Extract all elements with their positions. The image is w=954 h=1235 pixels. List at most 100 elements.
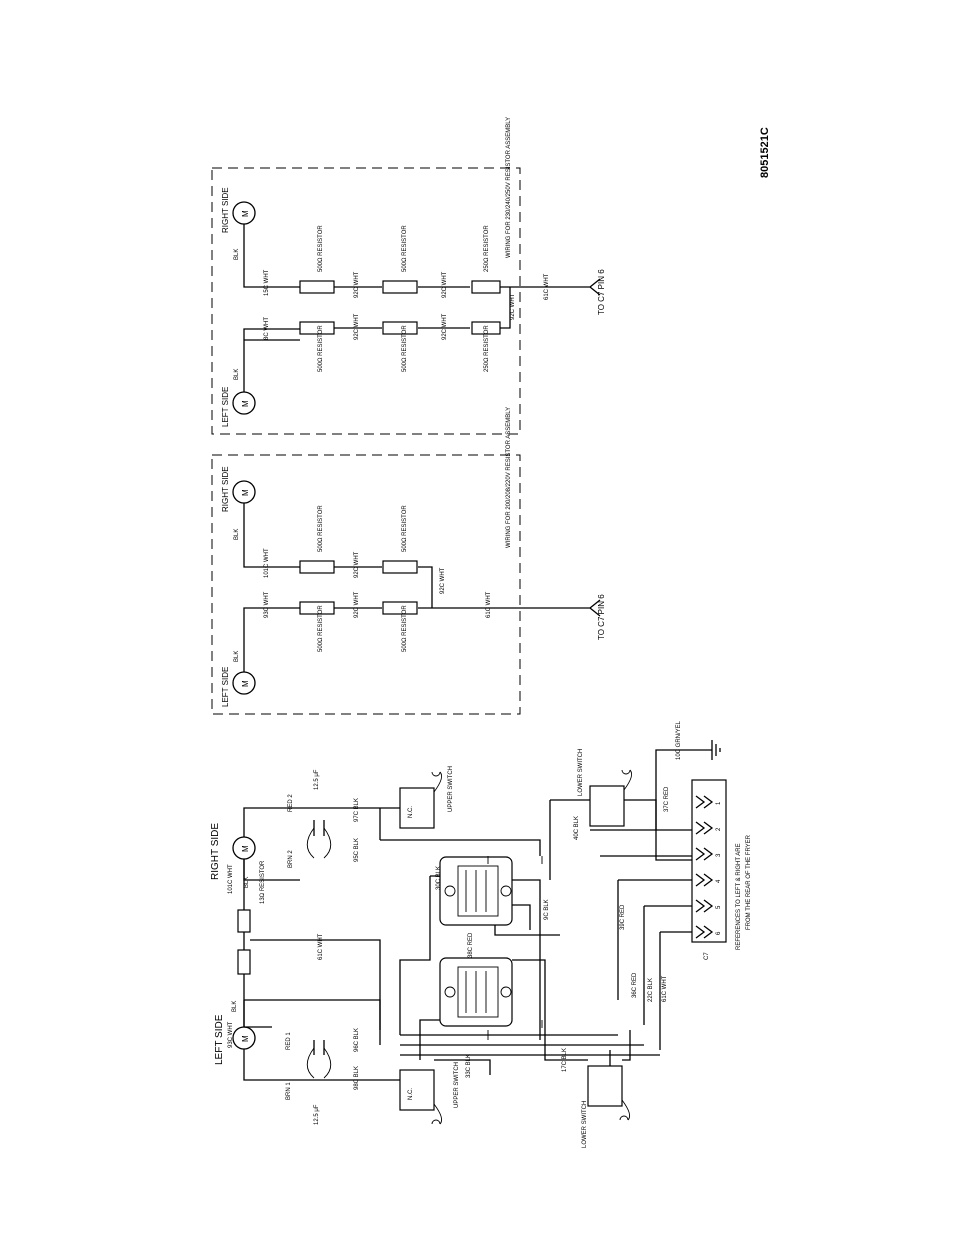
svg-text:250Ω RESISTOR: 250Ω RESISTOR: [484, 325, 490, 372]
svg-text:101C WHT: 101C WHT: [264, 548, 270, 578]
svg-text:M: M: [241, 489, 250, 496]
svg-text:36C RED: 36C RED: [632, 972, 638, 998]
c7-pin-label: 1: [716, 801, 722, 805]
document-id: 8051521C: [759, 127, 771, 178]
svg-text:92C WHT: 92C WHT: [442, 313, 448, 340]
svg-text:N.C.: N.C.: [408, 806, 414, 818]
svg-text:39C RED: 39C RED: [620, 904, 626, 930]
svg-text:22C BLK: 22C BLK: [648, 978, 654, 1002]
svg-text:M: M: [241, 400, 250, 407]
c7-pin-chevron: [695, 899, 714, 913]
svg-text:92C WHT: 92C WHT: [354, 551, 360, 578]
svg-text:37C RED: 37C RED: [664, 786, 670, 812]
relay-upper: 30C BLK 9C BLK: [436, 856, 550, 926]
svg-text:LEFT SIDE: LEFT SIDE: [221, 667, 230, 707]
svg-text:RIGHT SIDE: RIGHT SIDE: [210, 823, 221, 880]
svg-text:500Ω RESISTOR: 500Ω RESISTOR: [318, 505, 324, 552]
svg-text:92C WHT: 92C WHT: [354, 271, 360, 298]
svg-text:97C BLK: 97C BLK: [354, 798, 360, 822]
svg-text:LEFT SIDE: LEFT SIDE: [221, 387, 230, 427]
svg-text:BLK: BLK: [232, 1001, 238, 1012]
svg-text:9C BLK: 9C BLK: [544, 899, 550, 920]
panel-240v: M LEFT SIDE M RIGHT SIDE BLK 8C WHT 500Ω…: [211, 117, 606, 435]
svg-text:500Ω RESISTOR: 500Ω RESISTOR: [402, 505, 408, 552]
lower-switch-left: LOWER SWITCH 17C BLK: [562, 1048, 631, 1148]
c7-pin-label: 3: [716, 853, 722, 857]
svg-text:10C GRN/YEL: 10C GRN/YEL: [676, 720, 682, 760]
svg-text:LOWER SWITCH: LOWER SWITCH: [582, 1101, 588, 1148]
svg-text:BLK: BLK: [234, 369, 240, 380]
svg-text:500Ω RESISTOR: 500Ω RESISTOR: [402, 325, 408, 372]
svg-text:13Ω RESISTOR: 13Ω RESISTOR: [260, 860, 266, 904]
c7-pin-chevron: [695, 873, 714, 887]
svg-text:93C WHT: 93C WHT: [264, 591, 270, 618]
c7-pin-chevron: [695, 925, 714, 939]
svg-text:38C RED: 38C RED: [468, 932, 474, 958]
svg-text:BLK: BLK: [234, 651, 240, 662]
svg-text:BLK: BLK: [234, 249, 240, 260]
svg-text:BRN 2: BRN 2: [288, 850, 294, 868]
svg-text:BRN 1: BRN 1: [286, 1082, 292, 1100]
svg-text:LOWER SWITCH: LOWER SWITCH: [578, 749, 584, 796]
svg-text:LEFT SIDE: LEFT SIDE: [214, 1014, 225, 1065]
svg-text:M: M: [241, 845, 250, 852]
svg-text:M: M: [241, 210, 250, 217]
svg-text:FROM THE REAR OF THE FRYER: FROM THE REAR OF THE FRYER: [746, 834, 752, 930]
svg-text:15C WHT: 15C WHT: [264, 269, 270, 296]
svg-text:92C WHT: 92C WHT: [442, 271, 448, 298]
svg-text:61C WHT: 61C WHT: [486, 591, 492, 618]
svg-text:N.C.: N.C.: [408, 1088, 414, 1100]
c7-pin-chevron: [695, 795, 714, 809]
svg-text:33C BLK: 33C BLK: [466, 1054, 472, 1078]
svg-text:12.5 μF: 12.5 μF: [314, 1104, 320, 1125]
svg-text:BLK: BLK: [244, 877, 250, 888]
svg-text:30C BLK: 30C BLK: [436, 866, 442, 890]
c7-pin-label: 2: [716, 827, 722, 831]
svg-text:M: M: [241, 1035, 250, 1042]
svg-text:REFERENCES TO LEFT & RIGHT ARE: REFERENCES TO LEFT & RIGHT ARE: [736, 843, 742, 950]
svg-text:RED 1: RED 1: [286, 1032, 292, 1050]
svg-text:93C WHT: 93C WHT: [228, 1021, 234, 1048]
c7-pin-label: 5: [716, 905, 722, 909]
c7-pin-label: 4: [716, 879, 722, 883]
svg-text:8C WHT: 8C WHT: [264, 317, 270, 340]
svg-text:500Ω RESISTOR: 500Ω RESISTOR: [318, 605, 324, 652]
svg-text:92C WHT: 92C WHT: [354, 313, 360, 340]
svg-text:61C WHT: 61C WHT: [662, 975, 668, 1002]
svg-text:250Ω RESISTOR: 250Ω RESISTOR: [484, 225, 490, 272]
panel-208v: M LEFT SIDE M RIGHT SIDE BLK 93C WHT 500…: [211, 407, 606, 715]
c7-pin-chevron: [695, 821, 714, 835]
c7-pin-chevron: [695, 847, 714, 861]
svg-text:500Ω RESISTOR: 500Ω RESISTOR: [318, 325, 324, 372]
svg-text:UPPER SWITCH: UPPER SWITCH: [448, 766, 454, 812]
upper-switch-right: UPPER SWITCH N.C.: [399, 766, 454, 829]
svg-text:98C BLK: 98C BLK: [354, 1066, 360, 1090]
svg-text:61C WHT: 61C WHT: [544, 273, 550, 300]
lower-switch-right: LOWER SWITCH 40C BLK 37C RED: [574, 749, 670, 840]
svg-text:TO C7 PIN 6: TO C7 PIN 6: [597, 594, 606, 640]
svg-text:RED 2: RED 2: [288, 794, 294, 812]
svg-text:TO C7 PIN 6: TO C7 PIN 6: [597, 269, 606, 315]
svg-text:500Ω RESISTOR: 500Ω RESISTOR: [402, 225, 408, 272]
svg-text:UPPER SWITCH: UPPER SWITCH: [454, 1062, 460, 1108]
svg-text:500Ω RESISTOR: 500Ω RESISTOR: [318, 225, 324, 272]
svg-text:61C WHT: 61C WHT: [318, 933, 324, 960]
main-schematic: M LEFT SIDE 93C WHT M RIGHT SIDE 101C WH…: [210, 720, 752, 1148]
upper-switch-left: UPPER SWITCH N.C. 33C BLK: [399, 1054, 472, 1125]
svg-text:101C WHT: 101C WHT: [228, 864, 234, 894]
svg-text:92C WHT: 92C WHT: [510, 293, 516, 320]
svg-text:12.5 μF: 12.5 μF: [314, 769, 320, 790]
svg-text:BLK: BLK: [234, 529, 240, 540]
svg-text:M: M: [241, 680, 250, 687]
svg-text:95C BLK: 95C BLK: [354, 838, 360, 862]
svg-text:WIRING FOR 230/240/250V RESIST: WIRING FOR 230/240/250V RESISTOR ASSEMBL…: [506, 117, 512, 258]
svg-text:RIGHT SIDE: RIGHT SIDE: [221, 187, 230, 233]
relay-lower: 38C RED: [439, 932, 513, 1027]
svg-text:500Ω RESISTOR: 500Ω RESISTOR: [402, 605, 408, 652]
svg-text:C7: C7: [704, 952, 710, 960]
svg-text:92C WHT: 92C WHT: [354, 591, 360, 618]
c7-pin-label: 6: [716, 931, 722, 935]
svg-text:40C BLK: 40C BLK: [574, 816, 580, 840]
svg-text:92C WHT: 92C WHT: [440, 567, 446, 594]
